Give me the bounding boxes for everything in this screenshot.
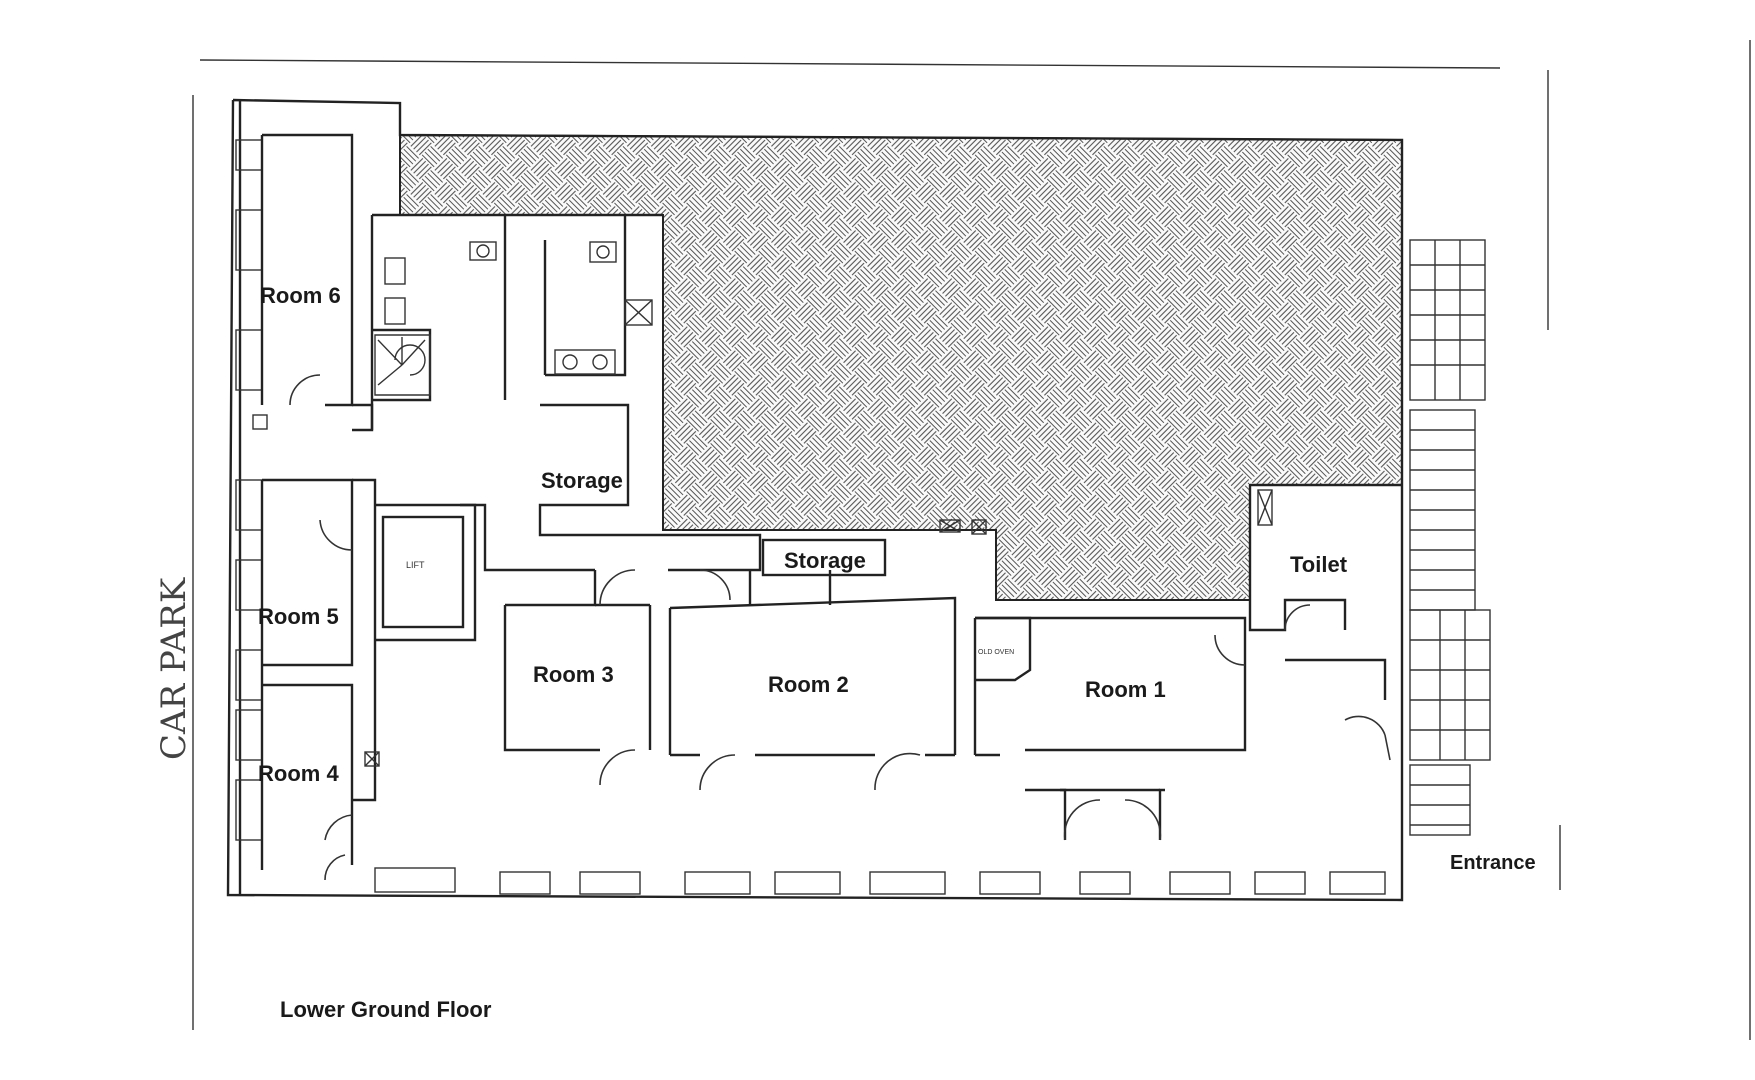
storage-upper-label: Storage [541,468,623,493]
entrance-label: Entrance [1450,852,1536,874]
site-boundary [192,40,1751,1040]
toilet-label: Toilet [1290,552,1348,577]
internal-walls [260,133,1402,870]
car-park-label: CAR PARK [154,577,194,760]
room-1-label: Room 1 [1085,677,1166,702]
room-5-label: Room 5 [258,604,339,629]
old-oven-label: OLD OVEN [978,649,1014,656]
south-windows [374,867,1386,895]
building-outer-wall [226,98,1404,902]
patio-hatched-area [399,133,1403,601]
external-steps [1409,239,1491,836]
storage-lower-label: Storage [784,548,866,573]
floor-title: Lower Ground Floor [280,997,492,1022]
room-6-label: Room 6 [260,283,341,308]
wc-fixtures [384,241,653,375]
spiral-stair [374,334,431,396]
lift-label: LIFT [406,560,425,570]
door-swings [289,374,1391,881]
room-3-label: Room 3 [533,662,614,687]
room-2-label: Room 2 [768,672,849,697]
extract-symbols [252,414,1273,767]
room-4-label: Room 4 [258,761,339,786]
